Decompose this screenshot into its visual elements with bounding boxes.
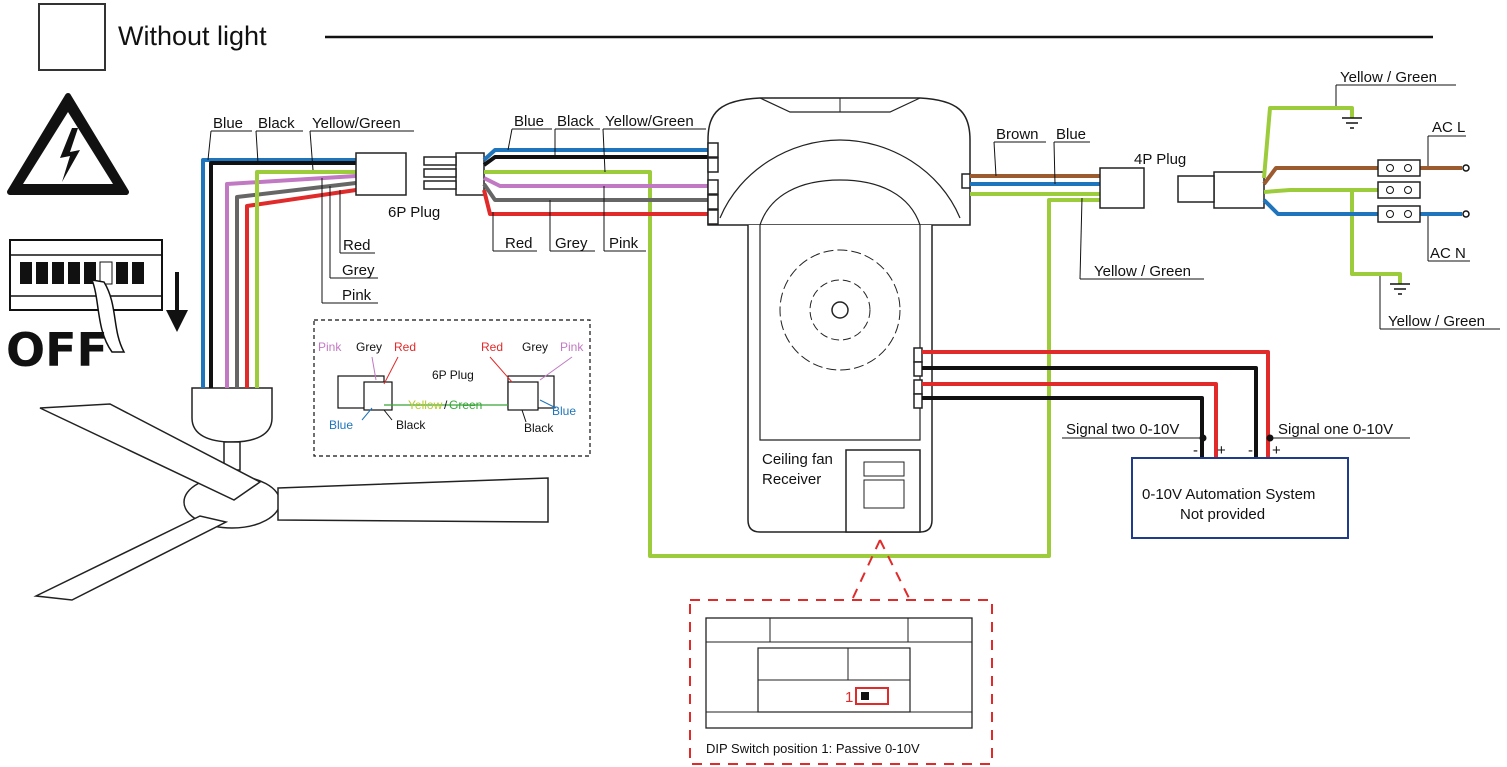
fan-wire-red-label: Red [343,237,371,254]
inset-blue-right: Blue [552,404,576,418]
inset-grey-left: Grey [356,340,382,354]
signal-two-plus: + [1217,442,1226,459]
receiver-wire-labels: Blue Black Yellow/Green Red Grey Pink [492,113,706,252]
inset-yellow: Yellow [408,398,443,412]
dip-switch-callout [689,539,993,765]
ceiling-fan-icon [33,387,549,601]
fan-wire-grey-label: Grey [342,262,375,279]
inset-slash: / [444,398,448,412]
receiver-label-line1: Ceiling fan [762,451,833,468]
inset-grey-right: Grey [522,340,548,354]
fan-wire-pink-label: Pink [342,287,372,304]
earth-ground-icon [1390,283,1410,295]
4p-plug-label: 4P Plug [1134,151,1186,168]
earth-bottom-label: Yellow / Green [1388,313,1485,330]
receiver-wire-red-label: Red [505,235,533,252]
signal-one-minus: - [1248,442,1253,459]
inset-red-left: Red [394,340,416,354]
arrow-down-icon [166,272,188,332]
mains-wire-blue-label: Blue [1056,126,1086,143]
header-title: Without light [118,21,267,51]
off-label: OFF [6,323,108,377]
fan-wire-black-label: Black [258,115,295,132]
ac-l-label: AC L [1432,119,1465,136]
automation-line1: 0-10V Automation System [1142,486,1315,503]
high-voltage-warning-icon [7,93,129,195]
header-checkbox[interactable] [38,3,106,71]
inset-black-left: Black [396,418,426,432]
inset-black-right: Black [524,421,554,435]
earth-top-label: Yellow / Green [1340,69,1437,86]
terminal-block [1377,159,1421,223]
dip-switch-number: 1 [845,689,853,706]
circuit-breaker-panel-icon [9,239,163,353]
inset-red-right: Red [481,340,503,354]
6p-plug-label: 6P Plug [388,204,440,221]
inset-blue-left: Blue [329,418,353,432]
fan-wire-labels: Blue Black Yellow/Green Red Grey Pink [207,115,414,304]
inset-pink-right: Pink [560,340,584,354]
automation-line2: Not provided [1180,506,1265,523]
fan-wire-blue-label: Blue [213,115,243,132]
signal-two-label: Signal two 0-10V [1066,421,1179,438]
receiver-label-line2: Receiver [762,471,821,488]
receiver-wire-grey-label: Grey [555,235,588,252]
inset-green: Green [449,398,482,412]
automation-system-box [1131,457,1349,539]
receiver-wire-yellow-green-label: Yellow/Green [605,113,694,130]
receiver-wire-black-label: Black [557,113,594,130]
receiver-wire-blue-label: Blue [514,113,544,130]
ac-n-label: AC N [1430,245,1466,262]
fan-wire-yellow-green-label: Yellow/Green [312,115,401,132]
6p-plug-connector [355,152,485,196]
mains-wire-brown-label: Brown [996,126,1039,143]
4p-plug-connector [1099,167,1265,209]
inset-plug-label: 6P Plug [432,368,474,382]
dip-switch-caption: DIP Switch position 1: Passive 0-10V [706,741,920,756]
signal-one-plus: + [1272,442,1281,459]
signal-two-minus: - [1193,442,1198,459]
inset-pink-left: Pink [318,340,342,354]
ceiling-fan-receiver [707,97,971,533]
earth-ground-icon [1342,117,1362,129]
earth-mid-label: Yellow / Green [1094,263,1191,280]
6p-plug-detail-inset [313,319,591,457]
receiver-wire-pink-label: Pink [609,235,639,252]
signal-one-label: Signal one 0-10V [1278,421,1393,438]
